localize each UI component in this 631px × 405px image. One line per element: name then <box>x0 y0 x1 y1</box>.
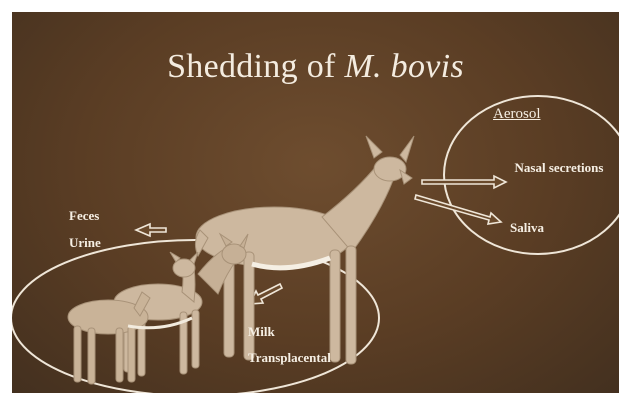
nasal-secretions-label: Nasal secretions <box>514 160 604 176</box>
saliva-label: Saliva <box>510 220 544 236</box>
slide-background: Shedding of M. bovis <box>12 12 619 393</box>
milk-label: Milk <box>248 324 275 340</box>
arrow-milk <box>250 284 282 304</box>
arrow-nasal <box>422 176 506 188</box>
transplacental-label: Transplacental <box>248 350 331 366</box>
diagram-art <box>12 12 619 393</box>
arrow-feces <box>136 224 166 236</box>
feces-label: Feces <box>69 208 99 224</box>
urine-label: Urine <box>69 235 101 251</box>
arrow-saliva <box>415 195 501 224</box>
aerosol-heading: Aerosol <box>493 106 541 122</box>
